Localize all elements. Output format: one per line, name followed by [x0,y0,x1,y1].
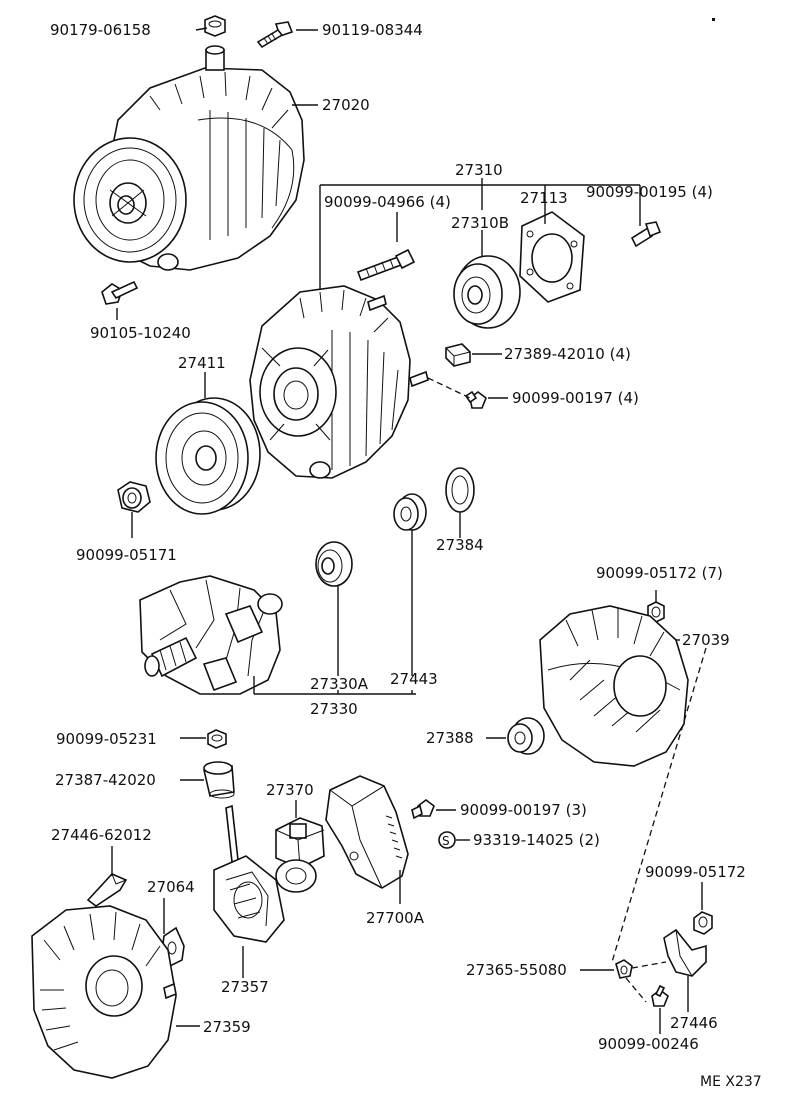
label-27446: 27446 [670,1014,718,1032]
rotor-27330-drawing [139,575,283,695]
label-27411: 27411 [178,354,226,372]
screw-90099-00197-4-drawing [464,390,487,409]
nut-90179-06158-drawing [204,15,226,37]
rear-end-cover-27039-drawing [539,605,689,767]
retainer-plate-27113-drawing [519,211,585,303]
label-90099-05172-7: 90099-05172 (7) [596,564,723,582]
label-27384: 27384 [436,536,484,554]
label-27387-42020: 27387-42020 [55,771,156,789]
label-90105-10240: 90105-10240 [90,324,191,342]
label-90099-05231: 90099-05231 [56,730,157,748]
stud-bolt-90099-04966-drawing [356,248,416,282]
drive-end-frame-27310-drawing [249,285,429,479]
screw-90099-00246-drawing [651,984,669,1007]
label-27700a: 27700A [366,909,425,927]
label-27389-42010: 27389-42010 (4) [504,345,631,363]
bolt-90105-10240-drawing [101,280,139,305]
label-90099-05171: 90099-05171 [76,546,177,564]
label-27113: 27113 [520,189,568,207]
nut-90099-05171-drawing [117,481,151,513]
label-90119-08344: 90119-08344 [322,21,423,39]
label-27359: 27359 [203,1018,251,1036]
diagram-code: ME X237 [700,1074,762,1090]
nut-90099-05172-drawing [693,911,713,935]
terminal-27365-55080-drawing [615,959,633,979]
label-27330a: 27330A [310,675,369,693]
part-labels: 90179-06158 90119-08344 27020 27310 9009… [50,21,762,1090]
clip-27446-62012-drawing [86,873,128,907]
label-90099-00246: 90099-00246 [598,1035,699,1053]
label-27330: 27330 [310,700,358,718]
rectifier-holder-27357-drawing [213,804,285,943]
brush-holder-27370-drawing [275,817,325,893]
ring-27388-drawing [507,717,545,755]
label-27365-55080: 27365-55080 [466,961,567,979]
svg-text:S: S [442,834,450,848]
bolt-90119-08344-drawing [256,21,294,49]
corner-dot [712,18,715,21]
label-27357: 27357 [221,978,269,996]
leader-lines [111,27,707,1034]
alternator-assembly-27020-drawing [73,45,305,271]
nut-90099-05231-drawing [207,729,227,749]
label-90099-00197-3: 90099-00197 (3) [460,801,587,819]
label-90179-06158: 90179-06158 [50,21,151,39]
label-27064: 27064 [147,878,195,896]
label-90099-00195: 90099-00195 (4) [586,183,713,201]
bearing-27310b-drawing [453,255,521,329]
label-90099-04966: 90099-04966 (4) [324,193,451,211]
label-90099-05172: 90099-05172 [645,863,746,881]
regulator-27700a-drawing [325,775,409,889]
label-27020: 27020 [322,96,370,114]
screw-90099-00195-drawing [630,221,662,248]
label-27310b: 27310B [451,214,509,232]
bearing-27330a-drawing [315,541,353,587]
rear-end-frame-27359-drawing [31,905,177,1079]
cover-27384-drawing [445,467,475,513]
screw-90099-00197-3-drawing [411,799,435,820]
pulley-27411-drawing [155,397,261,515]
label-27446-62012: 27446-62012 [51,826,152,844]
label-27443: 27443 [390,670,438,688]
label-93319-14025: 93319-14025 (2) [473,831,600,849]
spacer-27443-drawing [393,493,427,531]
label-27388: 27388 [426,729,474,747]
label-90099-00197-4: 90099-00197 (4) [512,389,639,407]
terminal-insulator-27387-42020-drawing [203,761,235,799]
washer-symbol-93319-14025: S [438,831,456,849]
bracket-27446-drawing [663,928,707,977]
label-27310: 27310 [455,161,503,179]
label-27370: 27370 [266,781,314,799]
label-27039: 27039 [682,631,730,649]
insulator-27389-42010-drawing [445,343,471,367]
